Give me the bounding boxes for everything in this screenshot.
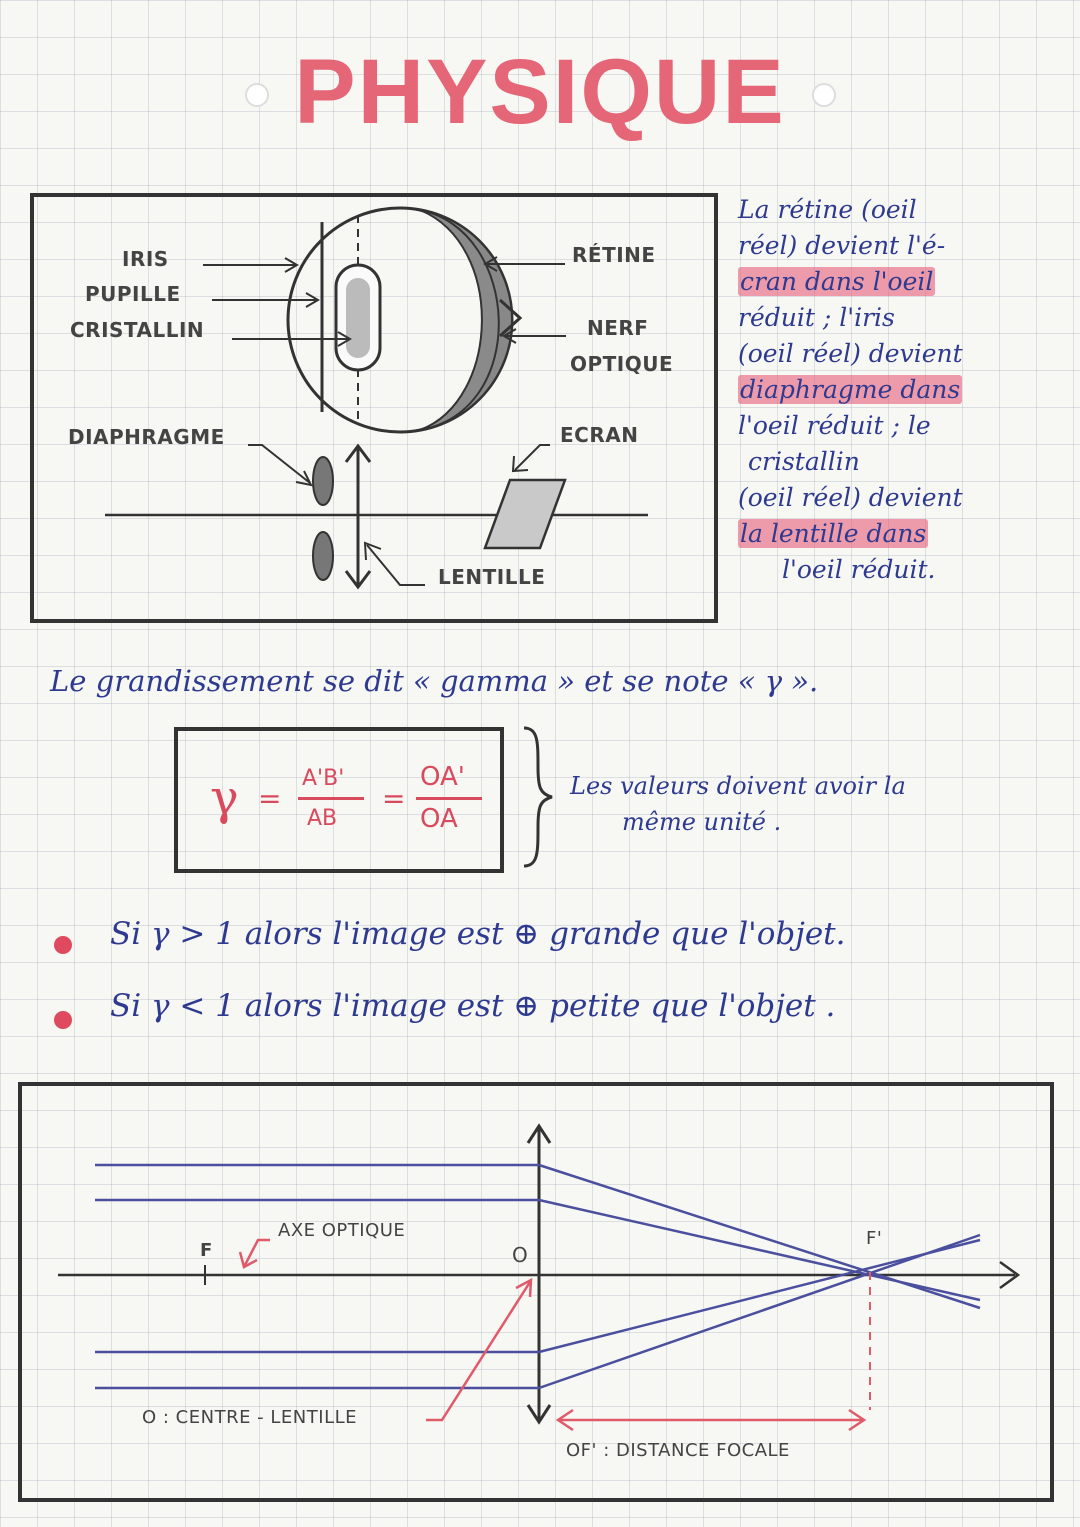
label-iris: IRIS [122, 247, 169, 271]
fraction-bar-2 [416, 797, 482, 800]
rule-greater: Si γ > 1 alors l'image est ⊕ grande que … [110, 916, 846, 952]
note-highlight: cran dans l'oeil [738, 267, 936, 296]
formula-eq2: = [382, 782, 406, 815]
eye-diagram-box [30, 193, 718, 623]
label-lentille: LENTILLE [438, 565, 546, 589]
note-line: la lentille dans [738, 519, 929, 548]
note-line: réel) devient l'é- [738, 231, 946, 260]
formula-num1: A'B' [302, 766, 345, 791]
gamma-sentence: Le grandissement se dit « gamma » et se … [50, 664, 819, 698]
label-f: F [200, 1240, 213, 1261]
label-nerf: NERF [587, 316, 649, 340]
note-line: La rétine (oeil [738, 195, 917, 224]
label-diaphragme: DIAPHRAGME [68, 425, 225, 449]
diaphragme-top [312, 456, 334, 506]
note-line: cran dans l'oeil [738, 267, 936, 296]
curly-brace [523, 726, 553, 868]
note-line: (oeil réel) devient [738, 483, 963, 512]
note-line: diaphragme dans [738, 375, 963, 404]
ecran-shape [483, 478, 567, 550]
note-line: l'oeil réduit ; le [738, 411, 931, 440]
note-highlight: la lentille dans [738, 519, 929, 548]
diaphragme-bottom [312, 531, 334, 581]
formula-box [174, 727, 504, 873]
note-line: l'oeil réduit. [782, 555, 936, 584]
label-o: O [512, 1243, 529, 1267]
label-pupille: PUPILLE [85, 282, 181, 306]
lens-diagram-box [18, 1082, 1054, 1502]
label-distance-focale: OF' : DISTANCE FOCALE [566, 1440, 790, 1461]
bullet-dot [54, 936, 72, 954]
formula-gamma: γ [210, 770, 239, 826]
punch-hole-right [812, 83, 836, 107]
formula-note-2: même unité . [622, 808, 782, 836]
label-f-prime: F' [866, 1228, 883, 1249]
page-title: PHYSIQUE [294, 41, 786, 143]
bullet-dot [54, 1011, 72, 1029]
formula-note-1: Les valeurs doivent avoir la [570, 772, 906, 800]
eye-diagram [105, 206, 648, 590]
label-centre-lentille: O : CENTRE - LENTILLE [142, 1407, 357, 1428]
label-retine: RÉTINE [572, 243, 656, 267]
note-line: réduit ; l'iris [738, 303, 895, 332]
label-cristallin: CRISTALLIN [70, 318, 205, 342]
rule-smaller: Si γ < 1 alors l'image est ⊕ petite que … [110, 988, 836, 1024]
formula-den1: AB [307, 806, 338, 831]
formula-num2: OA' [420, 762, 465, 792]
label-optique: OPTIQUE [570, 352, 674, 376]
punch-hole-left [245, 83, 269, 107]
formula-eq1: = [258, 782, 282, 815]
formula-den2: OA [420, 804, 458, 834]
note-highlight: diaphragme dans [738, 375, 963, 404]
label-axe-optique: AXE OPTIQUE [278, 1220, 406, 1241]
note-line: cristallin [748, 447, 860, 476]
label-ecran: ECRAN [560, 423, 639, 447]
note-line: (oeil réel) devient [738, 339, 963, 368]
fraction-bar-1 [298, 797, 364, 800]
